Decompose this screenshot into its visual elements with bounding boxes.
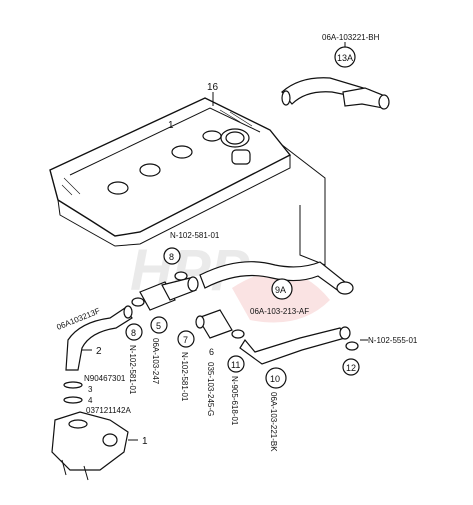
- part-13a-code: 06A-103221-BH: [322, 33, 380, 42]
- part-10-code: 06A-103-221-BK: [269, 392, 278, 452]
- o-ring-4: [63, 396, 83, 404]
- part-12-code: N-102-555-01: [368, 336, 418, 345]
- callout-11: [227, 355, 245, 373]
- part-9a-code: 06A-103-213-AF: [250, 307, 309, 316]
- part-7-code: N-102-581-01: [180, 352, 189, 402]
- clamp-12: [345, 341, 359, 351]
- part-4-code: 037121142A: [86, 406, 131, 415]
- engine-cover: 1: [49, 97, 292, 247]
- part-5-number: 5: [156, 321, 161, 331]
- part-9a-number: 9A: [275, 285, 286, 295]
- part-6-code: 035-103-245-G: [206, 362, 215, 416]
- t-fitting-5: [139, 276, 199, 311]
- part-3-number: 3: [88, 385, 93, 394]
- callout-8a: [125, 323, 143, 341]
- part-1-number: 1: [142, 436, 148, 447]
- housing-1: [51, 411, 129, 481]
- valve-6: [195, 309, 233, 339]
- part-5-code: 06A-103-247: [151, 338, 160, 385]
- hose-2: [65, 305, 133, 371]
- part-12-number: 12: [346, 363, 356, 373]
- clamp-8a: [131, 297, 145, 307]
- hose-13a: [281, 77, 390, 110]
- part-8a-number: 8: [131, 328, 136, 338]
- cover-mark: 1: [168, 120, 174, 131]
- background-plate: [259, 127, 326, 266]
- part-8b-code: N-102-581-01: [170, 231, 220, 240]
- part-8a-code: N-102-581-01: [128, 345, 137, 395]
- o-ring-3: [63, 381, 83, 389]
- callout-7: [177, 330, 195, 348]
- part-6-number: 6: [209, 347, 214, 357]
- part-3-code: N90467301: [84, 374, 126, 383]
- part-11-number: 11: [231, 360, 240, 370]
- part-16-number: 16: [207, 82, 219, 93]
- callout-8b: [163, 247, 181, 265]
- callout-12: [342, 358, 360, 376]
- hose-10: [239, 326, 351, 365]
- callout-5: [150, 316, 168, 334]
- part-11-code: N-905-618-01: [230, 376, 239, 426]
- part-4-number: 4: [88, 396, 93, 405]
- part-2-number: 2: [96, 346, 102, 357]
- part-7-number: 7: [183, 335, 188, 345]
- part-13a-number: 13A: [337, 53, 353, 63]
- clamp-11: [231, 329, 245, 339]
- hose-9a: [199, 261, 354, 295]
- part-10-number: 10: [270, 374, 280, 384]
- callout-9a: [271, 278, 293, 300]
- callout-10: [265, 367, 287, 389]
- part-8b-number: 8: [169, 252, 174, 262]
